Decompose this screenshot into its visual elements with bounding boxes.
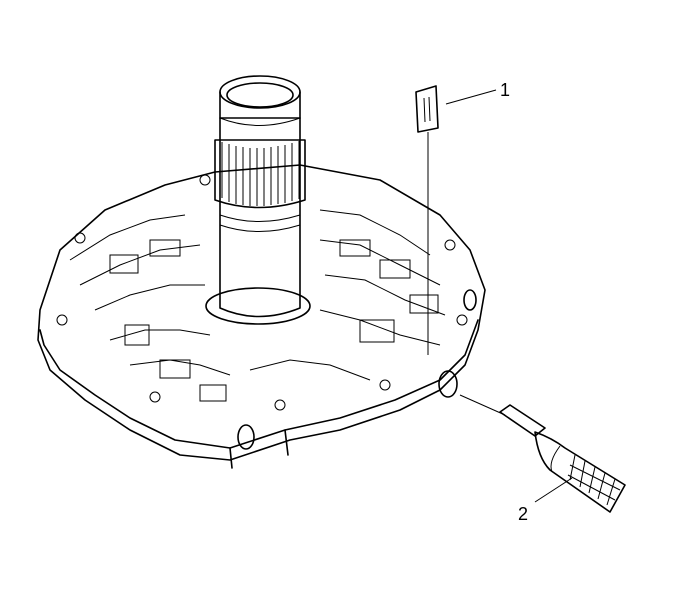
callout-1-part <box>415 85 439 355</box>
callout-2-tool <box>459 394 626 513</box>
callout-1-label: 1 <box>500 80 510 100</box>
pump-body <box>37 164 486 469</box>
stator-shaft <box>205 75 311 325</box>
callout-1-leader <box>445 89 497 105</box>
callout-2-leader <box>534 477 573 503</box>
callout-2-label: 2 <box>518 504 528 524</box>
